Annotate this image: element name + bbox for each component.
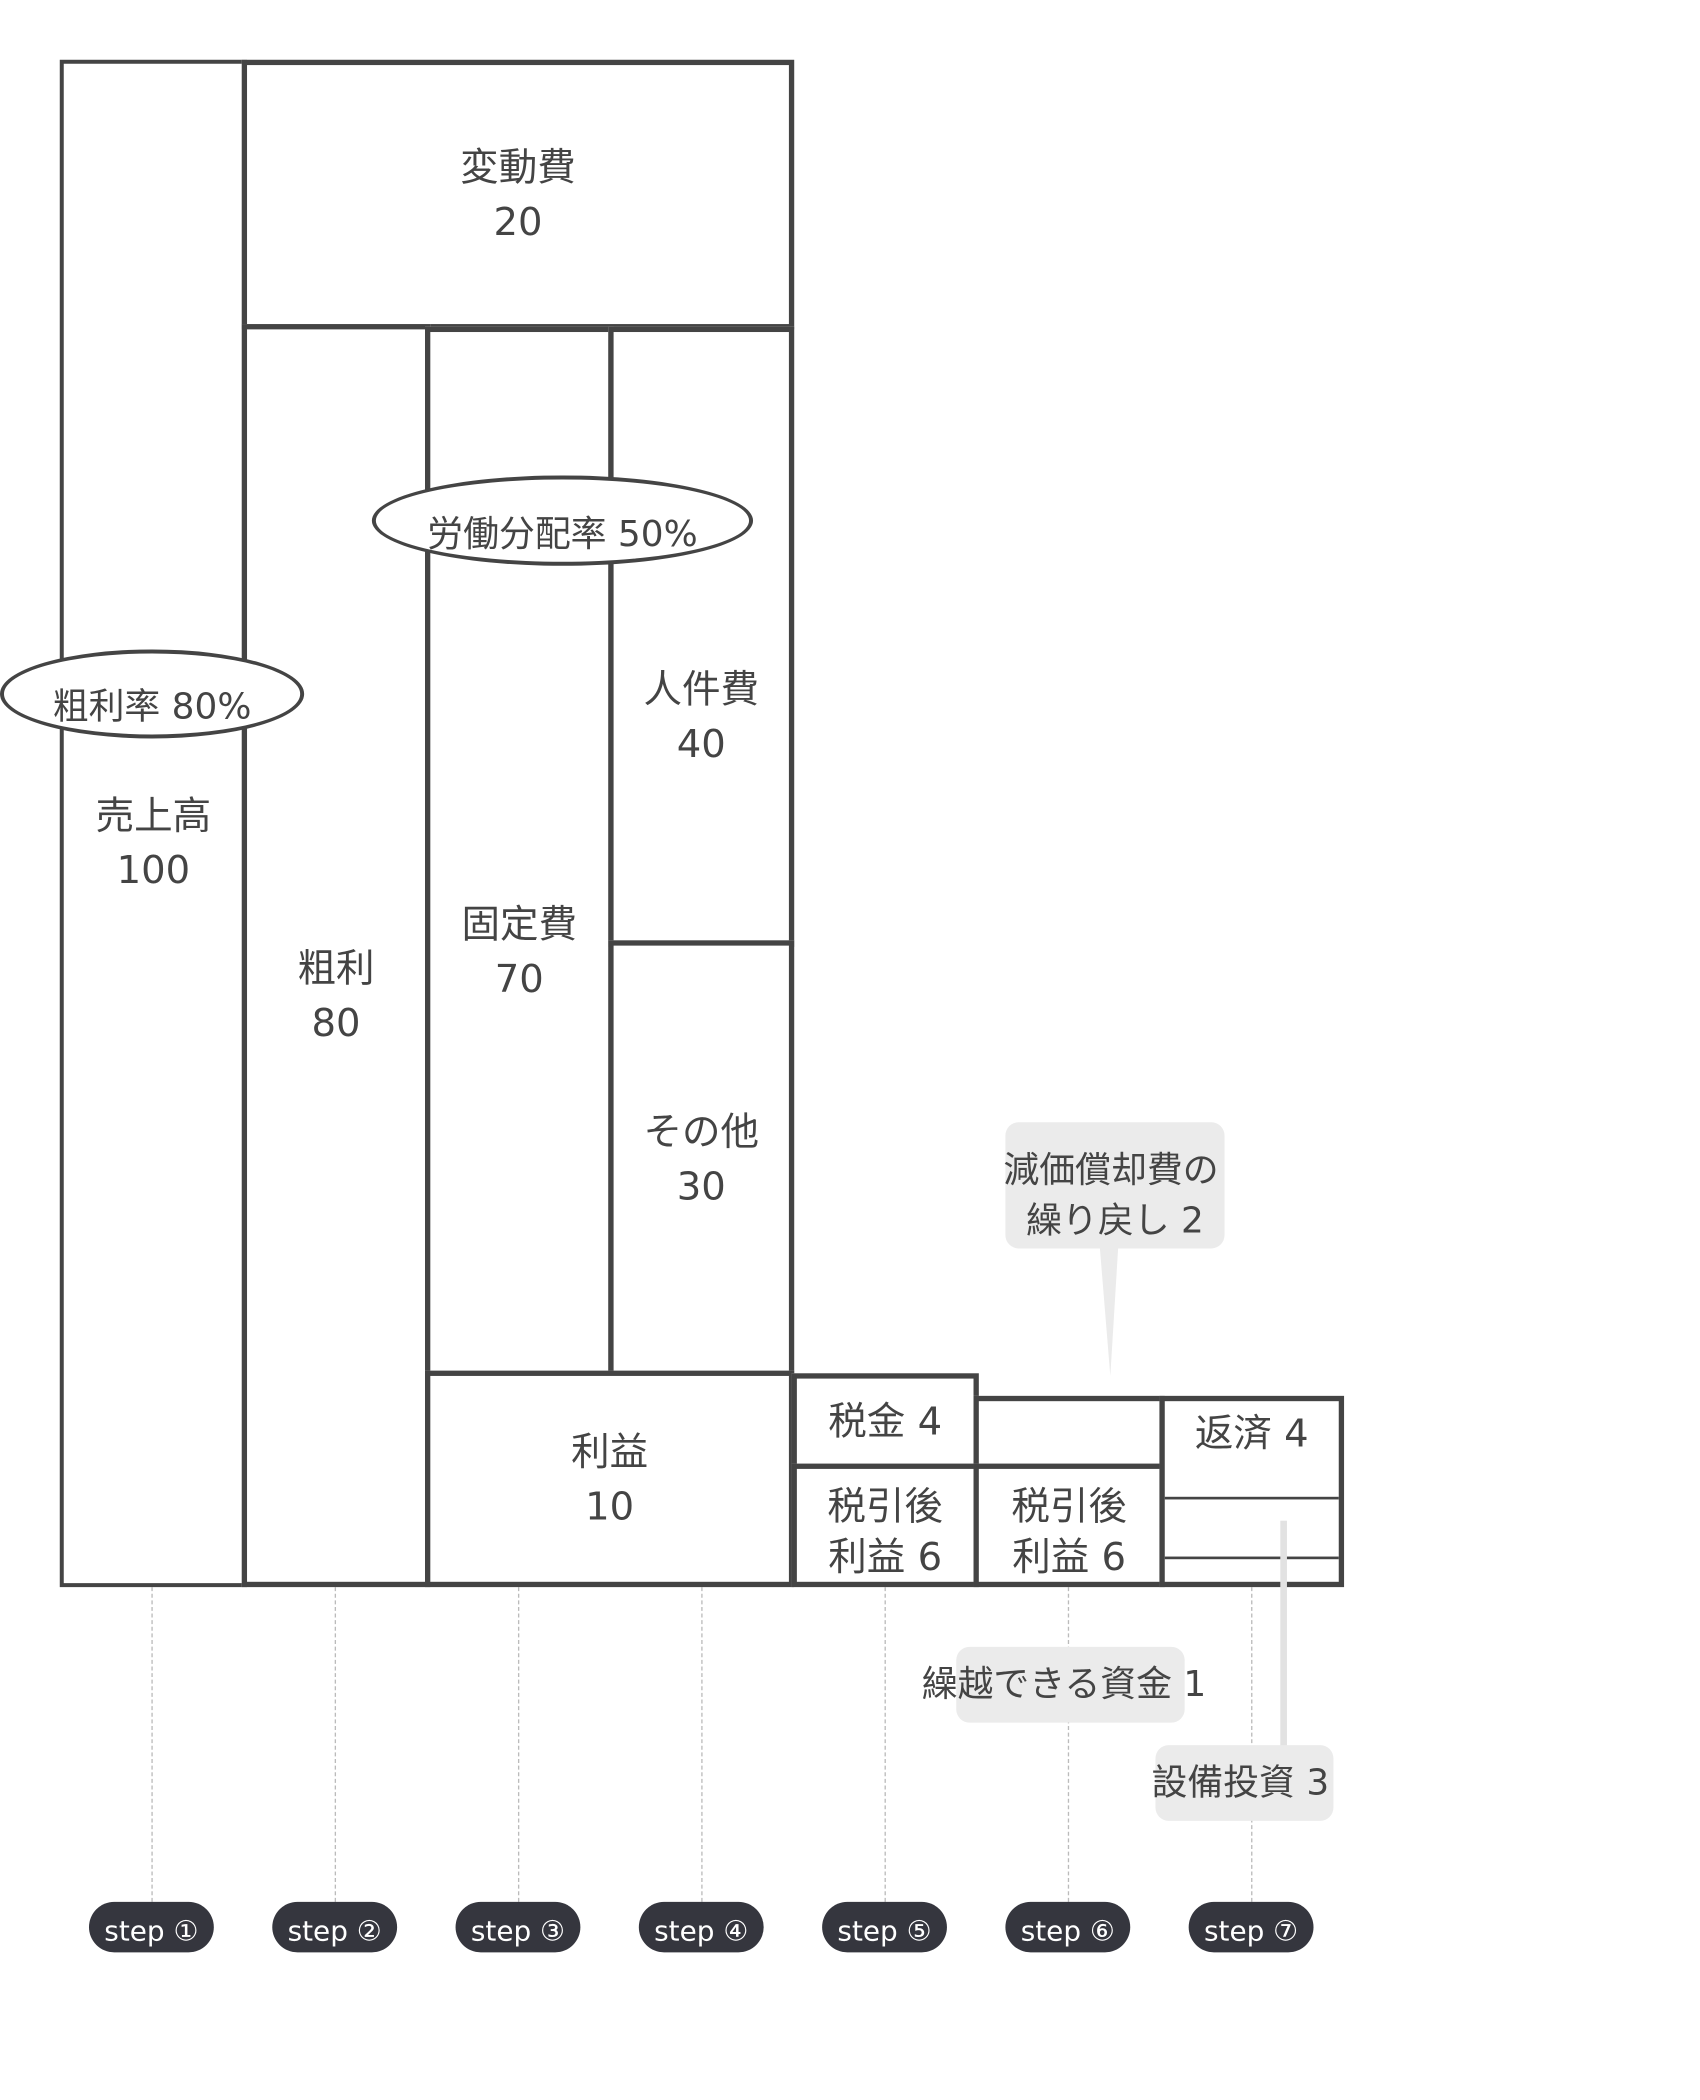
capex-callout: 設備投資 3 [1151, 1745, 1334, 1821]
block-label: 売上高 [95, 792, 212, 839]
sales-block: 売上高 100 [59, 59, 248, 1588]
callout-text: 繰り戻し 2 [1026, 1200, 1204, 1242]
tax-block: 税金 4 [791, 1373, 979, 1471]
profit-block: 利益 10 [425, 1370, 795, 1588]
block-label: 税引後 [827, 1483, 943, 1529]
gross-margin-label: 粗利率 80% [52, 686, 252, 728]
callout-text: 設備投資 3 [1151, 1762, 1330, 1804]
block-label: 人件費 [643, 666, 760, 712]
step-guide-line [517, 1587, 520, 1902]
callout-text: 繰越できる資金 1 [921, 1664, 1207, 1706]
depreciation-addback-block [973, 1395, 1165, 1471]
carryover-callout: 繰越できる資金 1 [922, 1646, 1206, 1723]
block-value: 40 [676, 720, 726, 766]
block-value: 利益 6 [828, 1533, 943, 1580]
step-4-badge[interactable]: step ④ [638, 1901, 764, 1953]
block-label: 固定費 [461, 901, 578, 947]
step-1-badge[interactable]: step ① [88, 1901, 214, 1953]
step-guide-line [334, 1587, 337, 1902]
step-3-badge[interactable]: step ③ [455, 1901, 581, 1953]
labor-share-ellipse: 労働分配率 50% [371, 475, 754, 566]
callout-text: 減価償却費の [1003, 1150, 1219, 1192]
step-guide-line [884, 1587, 886, 1902]
block-value: 20 [493, 198, 543, 244]
block-label: 利益 [571, 1428, 649, 1474]
labor-share-label: 労働分配率 50% [427, 513, 698, 556]
step-5-badge[interactable]: step ⑤ [822, 1901, 947, 1953]
block-label: その他 [643, 1108, 760, 1154]
personnel-cost-block: 人件費 40 [608, 326, 795, 947]
capex-connector [1280, 1520, 1287, 1747]
block-value: 70 [494, 955, 544, 1001]
block-value: 利益 6 [1012, 1533, 1127, 1580]
step-guide-line [151, 1587, 153, 1902]
block-label: 変動費 [460, 144, 576, 190]
after-tax-profit-block: 税引後 利益 6 [791, 1463, 979, 1588]
callout-pointer [1099, 1245, 1119, 1376]
block-label: 返済 4 [1194, 1410, 1309, 1456]
other-cost-block: その他 30 [608, 940, 795, 1378]
block-value: 80 [311, 999, 361, 1045]
block-label: 税金 4 [828, 1398, 943, 1444]
step-2-badge[interactable]: step ② [272, 1901, 398, 1953]
divider [1164, 1496, 1339, 1500]
step-guide-line [1251, 1587, 1253, 1902]
repayment-block: 返済 4 [1159, 1395, 1345, 1588]
step-7-badge[interactable]: step ⑦ [1188, 1901, 1314, 1953]
divider [1164, 1556, 1339, 1560]
gross-margin-ellipse: 粗利率 80% [0, 649, 305, 739]
block-label: 税引後 [1011, 1483, 1127, 1529]
block-value: 100 [116, 847, 191, 893]
after-tax-profit-block: 税引後 利益 6 [973, 1463, 1165, 1588]
block-value: 30 [676, 1162, 726, 1208]
depreciation-callout: 減価償却費の 繰り戻し 2 [1003, 1122, 1225, 1249]
variable-cost-block: 変動費 20 [241, 59, 795, 330]
block-value: 10 [585, 1482, 635, 1529]
step-6-badge[interactable]: step ⑥ [1005, 1901, 1131, 1953]
step-guide-line [1067, 1587, 1070, 1902]
block-label: 粗利 [297, 944, 375, 991]
step-guide-line [701, 1587, 703, 1902]
